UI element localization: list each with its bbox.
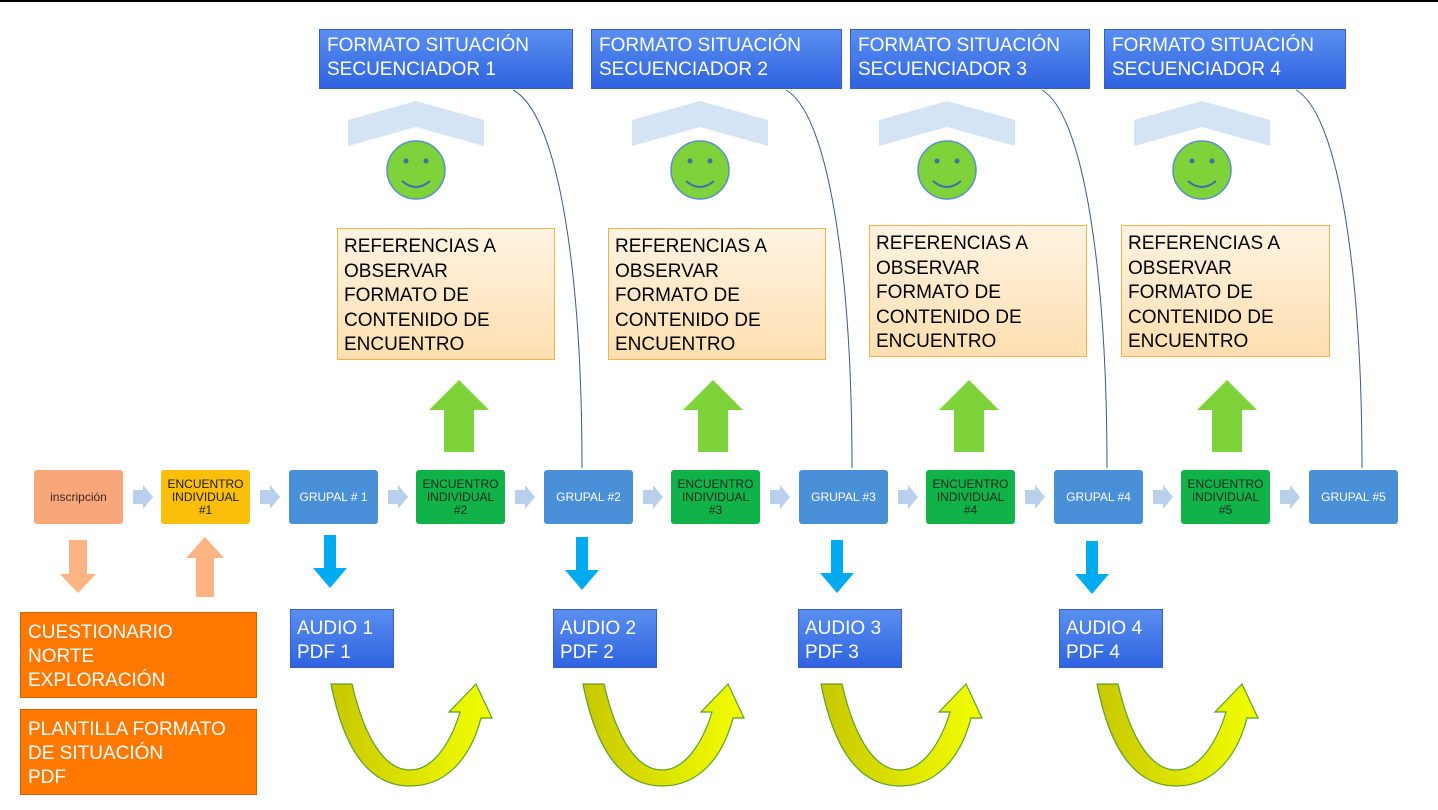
smiley-icon [917,140,977,200]
node-grupal-2: GRUPAL #2 [544,470,633,524]
node-encuentro-individual-3: ENCUENTRO INDIVIDUAL #3 [671,470,760,524]
referencias-box-3: REFERENCIAS A OBSERVAR FORMATO DE CONTEN… [869,225,1087,357]
down-arrow-icon [820,540,854,593]
node-grupal-1: GRUPAL # 1 [289,470,378,524]
up-arrow-icon [1197,380,1257,452]
chevron-shape [348,101,484,146]
cuestionario-box: CUESTIONARIO NORTE EXPLORACIÓN [20,612,257,698]
cycle-arrow-icon [330,682,493,787]
up-arrow-icon [429,380,489,452]
smiley-icon [1172,140,1232,200]
connector-line [512,89,583,469]
right-arrow-icon [898,485,918,509]
right-arrow-icon [1025,485,1045,509]
down-arrow-icon [1075,541,1109,594]
down-arrow-icon [313,535,347,588]
right-arrow-icon [260,485,280,509]
smiley-icon [386,140,446,200]
node-encuentro-individual-2: ENCUENTRO INDIVIDUAL #2 [416,470,505,524]
up-arrow-icon [939,380,999,452]
right-arrow-icon [515,485,535,509]
audio-pdf-box-1: AUDIO 1 PDF 1 [290,609,394,668]
chevron-shape [632,101,768,146]
node-grupal-4: GRUPAL #4 [1054,470,1143,524]
right-arrow-icon [133,485,153,509]
node-encuentro-individual-4: ENCUENTRO INDIVIDUAL #4 [926,470,1015,524]
up-arrow-icon [186,537,224,597]
right-arrow-icon [643,485,663,509]
referencias-box-4: REFERENCIAS A OBSERVAR FORMATO DE CONTEN… [1121,225,1330,357]
audio-pdf-box-2: AUDIO 2 PDF 2 [553,609,657,668]
right-arrow-icon [388,485,408,509]
cycle-arrow-icon [1096,682,1259,787]
formato-situacion-box-1: FORMATO SITUACIÓN SECUENCIADOR 1 [319,29,573,89]
connector-line [785,89,853,469]
right-arrow-icon [770,485,790,509]
audio-pdf-box-4: AUDIO 4 PDF 4 [1059,609,1163,668]
plantilla-formato-box: PLANTILLA FORMATO DE SITUACIÓN PDF [20,709,257,795]
audio-pdf-box-3: AUDIO 3 PDF 3 [798,609,902,668]
formato-situacion-box-2: FORMATO SITUACIÓN SECUENCIADOR 2 [591,29,842,89]
formato-situacion-box-3: FORMATO SITUACIÓN SECUENCIADOR 3 [850,29,1090,89]
referencias-box-2: REFERENCIAS A OBSERVAR FORMATO DE CONTEN… [608,228,826,360]
up-arrow-icon [683,380,743,452]
node-grupal-5: GRUPAL #5 [1309,470,1398,524]
smiley-icon [670,140,730,200]
down-arrow-icon [565,537,599,590]
referencias-box-1: REFERENCIAS A OBSERVAR FORMATO DE CONTEN… [337,228,555,360]
top-border-line [0,0,1438,2]
right-arrow-icon [1153,485,1173,509]
right-arrow-icon [1280,485,1300,509]
chevron-shape [1134,101,1270,146]
connector-line [1041,89,1108,469]
node-encuentro-individual-5: ENCUENTRO INDIVIDUAL #5 [1181,470,1270,524]
down-arrow-icon [60,540,96,593]
node-grupal-3: GRUPAL #3 [799,470,888,524]
chevron-shape [879,101,1015,146]
cycle-arrow-icon [582,682,745,787]
cycle-arrow-icon [820,682,983,787]
node-encuentro-individual-1: ENCUENTRO INDIVIDUAL #1 [161,470,250,524]
node-inscripcion: inscripción [34,470,123,524]
formato-situacion-box-4: FORMATO SITUACIÓN SECUENCIADOR 4 [1104,29,1346,89]
connector-line [1295,89,1363,469]
